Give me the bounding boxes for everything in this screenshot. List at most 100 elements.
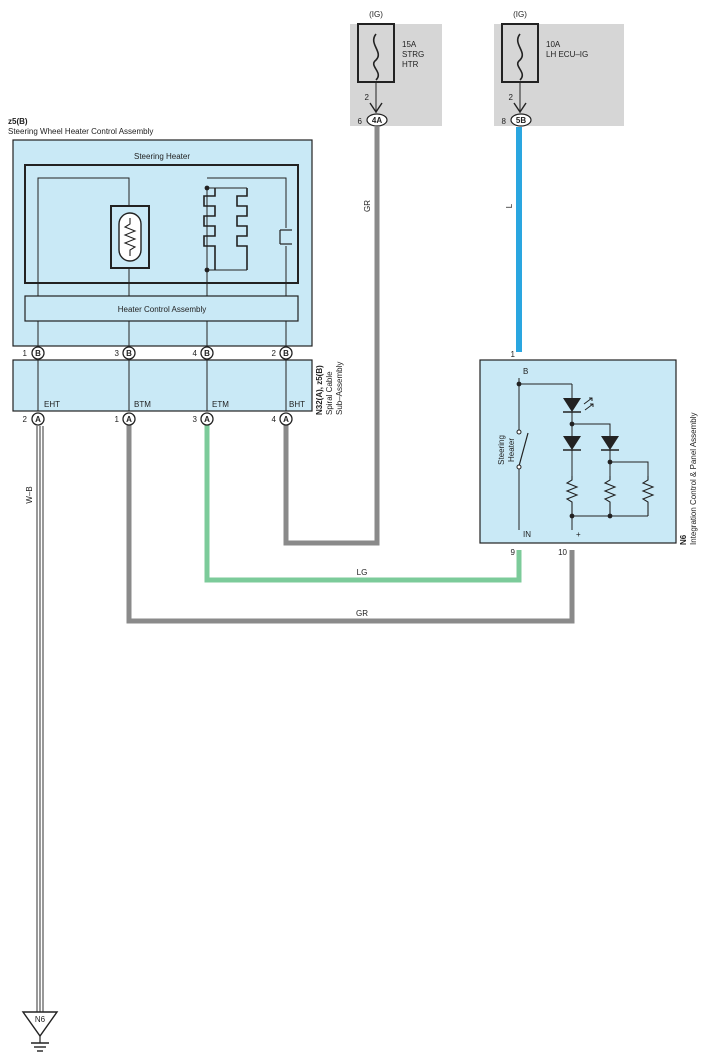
panel-wire [610, 461, 649, 476]
pin-number: 1 [115, 415, 120, 424]
wire-label-gr-horizontal: GR [356, 609, 368, 618]
fuse-element-icon [372, 33, 380, 81]
resistor-zigzag-icon [641, 476, 655, 516]
connector-oval-icon [510, 113, 532, 127]
connector-pin: 8 [502, 117, 507, 126]
pin-number: 2 [23, 415, 28, 424]
pin-number: 1 [23, 349, 28, 358]
switch-lever-icon [518, 432, 529, 467]
resistor-zigzag-icon [565, 476, 579, 516]
fuse-name: STRG [402, 50, 424, 59]
heater-control-box [24, 295, 299, 322]
fuse-supply-label: (IG) [369, 10, 383, 19]
connector-code: 4A [372, 116, 382, 125]
heater-coil-icon [236, 188, 248, 270]
fuse-rating: 15A [402, 40, 417, 49]
wire-gr-strg-htr [283, 127, 380, 546]
switch-terminal-icon [516, 464, 522, 470]
spiral-cable-name-2: Sub–Assembly [335, 362, 344, 415]
fuse-supply-label: (IG) [513, 10, 527, 19]
terminal-etm: ETM [212, 400, 229, 409]
integration-control-panel-assembly: 1 B IN + 9 10 Steering Heater [479, 350, 677, 557]
fuse-name-2: HTR [402, 60, 419, 69]
switch-terminal-icon [516, 429, 522, 435]
led-light-arrow-icon [583, 397, 594, 411]
connector-pin: 6 [358, 117, 363, 126]
pin-conn: B [204, 349, 210, 358]
diode-icon [601, 436, 619, 450]
pin-number: 4 [272, 415, 277, 424]
pin-circle-icon [200, 412, 214, 426]
heater-coil-icon [203, 188, 216, 270]
wires [36, 127, 575, 1015]
wire-label-l-vertical: L [505, 203, 514, 208]
ground-triangle-icon [21, 1011, 59, 1038]
fuse-element-icon [516, 33, 524, 81]
switch-label-2: Heater [507, 438, 516, 462]
terminal-btm: BTM [134, 400, 151, 409]
z5b-pin-row: 1 B 3 B 4 B 2 B [23, 346, 293, 360]
fuse-panel-bg [494, 24, 624, 126]
connector-oval-icon [366, 113, 388, 127]
pin-circle-icon [279, 346, 293, 360]
ground-point: N6 [21, 1011, 59, 1052]
steering-heater-label: Steering Heater [134, 152, 190, 161]
panel-code: N6 [679, 534, 688, 545]
wire-gr-btm [126, 425, 575, 624]
pin-circle-icon [31, 346, 45, 360]
pin-conn: A [204, 415, 210, 424]
fuse-arrow-icon [513, 102, 527, 114]
fuse-pin: 2 [509, 93, 514, 102]
pin-conn: A [35, 415, 41, 424]
fuse-rating: 10A [546, 40, 561, 49]
spiral-cable-sub-assembly: EHT BTM ETM BHT [12, 359, 313, 412]
spiral-cable-label: N32(A), z5(B) Spiral Cable Sub–Assembly [315, 362, 344, 415]
steering-heater-box [24, 164, 299, 284]
pin-conn: B [283, 349, 289, 358]
resistor-zigzag-icon [123, 218, 137, 256]
wire-label-gr-vertical: GR [363, 200, 372, 212]
spiral-bottom-pin-row: 2 A 1 A 3 A 4 A [23, 412, 293, 426]
panel-pin-plus: 10 [558, 548, 567, 557]
panel-terminal-plus: + [576, 530, 581, 539]
steering-wheel-heater-control-assembly: Steering Heater Heater Control Assembly [12, 139, 313, 347]
spiral-cable-box [12, 359, 313, 412]
fuse-arrow-icon [369, 102, 383, 114]
junction-dot [204, 185, 210, 191]
pin-number: 3 [193, 415, 198, 424]
wire-label-wb: W–B [25, 486, 34, 503]
panel-wire [572, 423, 611, 436]
spiral-cable-code: N32(A), z5(B) [315, 365, 324, 415]
pin-conn: B [126, 349, 132, 358]
component-title: Steering Wheel Heater Control Assembly [8, 127, 153, 136]
panel-box [479, 359, 677, 544]
junction-dot [204, 267, 210, 273]
connector-code: 5B [516, 116, 526, 125]
fuse-pin: 2 [365, 93, 370, 102]
pin-conn: A [283, 415, 289, 424]
panel-pin-b: 1 [511, 350, 516, 359]
pin-circle-icon [122, 346, 136, 360]
pin-circle-icon [279, 412, 293, 426]
pin-conn: A [126, 415, 132, 424]
switch-gap [281, 228, 291, 246]
pin-number: 3 [115, 349, 120, 358]
wire-label-lg: LG [357, 568, 368, 577]
pin-conn: B [35, 349, 41, 358]
ground-label: N6 [35, 1015, 46, 1024]
terminal-bht: BHT [289, 400, 305, 409]
fuse-name: LH ECU–IG [546, 50, 588, 59]
spiral-cable-name: Spiral Cable [325, 371, 334, 415]
resistor-zigzag-icon [603, 476, 617, 516]
pin-number: 2 [272, 349, 277, 358]
terminal-eht: EHT [44, 400, 60, 409]
heater-control-label: Heater Control Assembly [118, 305, 206, 314]
led-icon [563, 398, 581, 412]
switch-label: Steering [497, 435, 506, 465]
component-code-z5b: z5(B) [8, 117, 28, 126]
wire-lg-green [204, 425, 522, 583]
panel-assembly-label: N6 Integration Control & Panel Assembly [679, 412, 698, 545]
fuse-lh-ecu-ig: (IG) 10A LH ECU–IG 2 8 5B [494, 10, 624, 127]
pin-number: 4 [193, 349, 198, 358]
